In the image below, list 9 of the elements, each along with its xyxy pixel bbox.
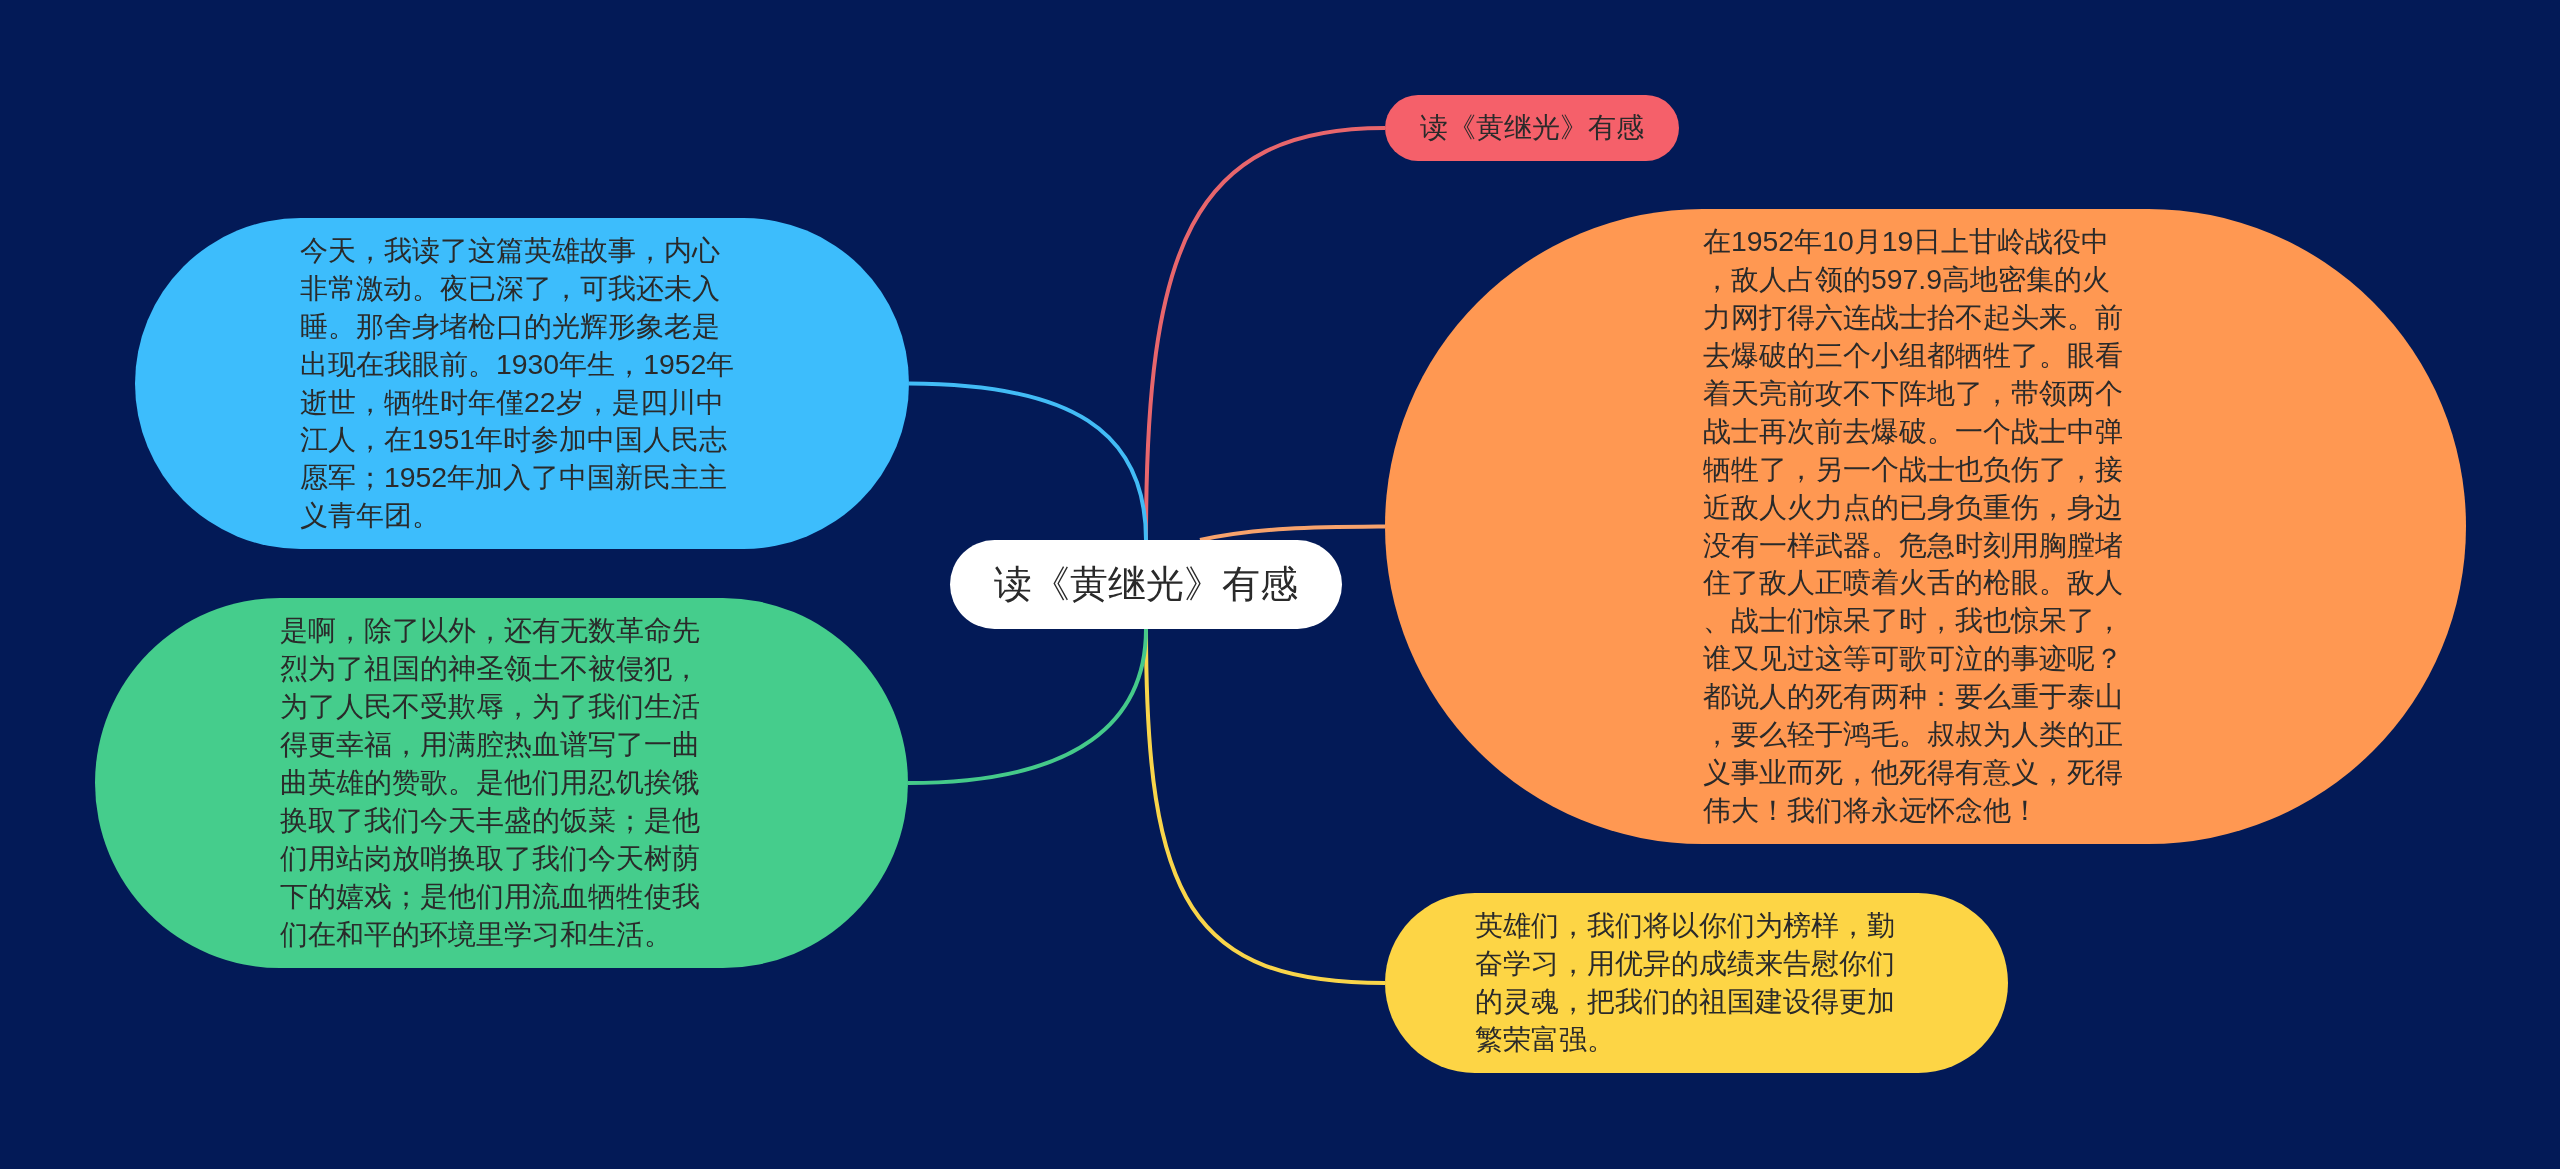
topic-title: 读《黄继光》有感 xyxy=(994,562,1298,608)
paragraph: 是啊，除了以外，还有无数革命先烈为了祖国的神圣领土不被侵犯，为了人民不受欺辱，为了我们生活得更幸福，用满腔热血谱写了一曲曲英雄的赞歌。是他们用忍饥挨饿换取了我们今天丰盛的饭菜；是他们用站岗放哨换取了我们今天树荫下的嬉戏；是他们用流血牺牲使我们在和平的环境里学习和生活。 xyxy=(280,613,701,952)
topic-title: 读《黄继光》有感 xyxy=(1420,110,1644,146)
connector-line xyxy=(907,628,1148,785)
paragraph: 在1952年10月19日上甘岭战役中，敌人占领的597.9高地密集的火力网打得六连战士抬不起头来。前去爆破的三个小组都牺牲了。眼看着天亮前攻不下阵地了，带领两个战士再次前去爆破。一个战士中弹牺牲了，另一个战士也负伤了，接近敌人火力点的已身负重伤，身边没有一样武器。危急时刻用胸膛堵住了敌人正喷着火舌的枪眼。敌人、战士们惊呆了时，我也惊呆了，谁又见过这等可歌可泣的事迹呢？都说人的死有两种：要么重于泰山，要么轻于鸿毛。叔叔为人类的正义事业而死，他死得有意义，死得伟大！我们将永远怀念他！ xyxy=(1703,224,2124,828)
connector-line xyxy=(1199,524,1385,542)
connector-line xyxy=(908,381,1148,541)
paragraph: 今天，我读了这篇英雄故事，内心非常激动。夜已深了，可我还未入睡。那舍身堵枪口的光辉形象老是出现在我眼前。1930年生，1952年逝世，牺牲时年僅22岁，是四川中江人，在1951年时参加中国人民志愿军；1952年加入了中国新民主主义青年团。 xyxy=(300,232,736,534)
paragraph: 英雄们，我们将以你们为榜样，勤奋学习，用优异的成绩来告慰你们的灵魂，把我们的祖国建设得更加繁荣富强。 xyxy=(1475,908,1896,1057)
